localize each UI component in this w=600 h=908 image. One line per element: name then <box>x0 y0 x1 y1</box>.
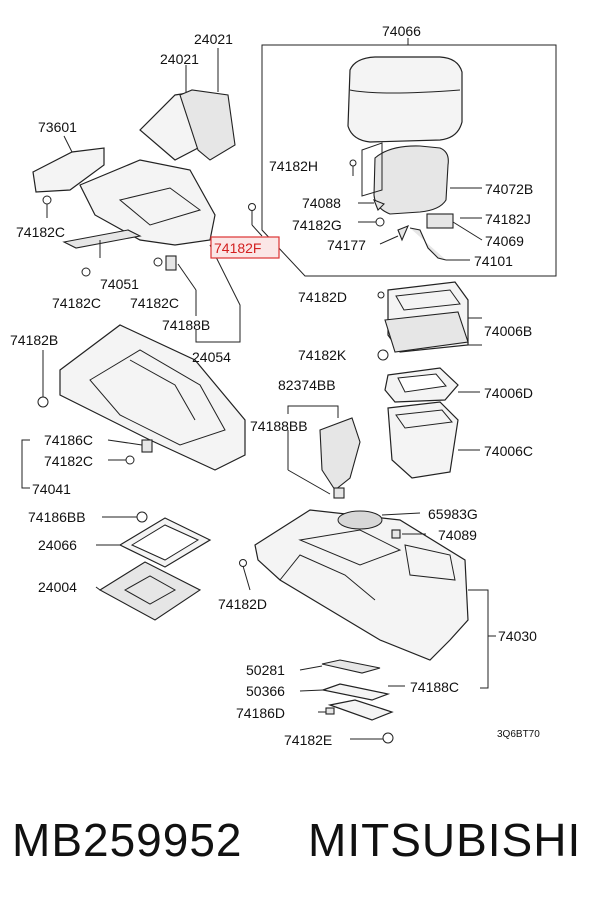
main-console-group <box>239 509 496 689</box>
label-74188BB: 74188BB <box>250 418 308 434</box>
label-74182J: 74182J <box>485 211 531 227</box>
label-74101: 74101 <box>474 253 513 269</box>
clip-74177 <box>397 224 410 242</box>
brand-name: MITSUBISHI <box>308 814 582 866</box>
clip-74188B <box>165 255 177 271</box>
clip-74088 <box>373 199 385 211</box>
label-74188C: 74188C <box>410 679 459 695</box>
plate-lower <box>327 699 394 721</box>
label-74066: 74066 <box>382 23 421 39</box>
screw-74182K <box>377 349 389 361</box>
screw-74182D-lower <box>239 559 247 567</box>
screw-74182H <box>349 159 357 167</box>
label-24004: 24004 <box>38 579 77 595</box>
label-50281: 50281 <box>246 662 285 678</box>
armrest-base-74072B <box>373 145 449 215</box>
label-74182C: 74182C <box>130 295 179 311</box>
label-74182K: 74182K <box>298 347 347 363</box>
hinge-74069 <box>426 213 454 229</box>
label-73601: 73601 <box>38 119 77 135</box>
clip-74186C <box>141 439 153 453</box>
label-74182C: 74182C <box>52 295 101 311</box>
screw-74182B <box>37 396 49 408</box>
label-74041: 74041 <box>32 481 71 497</box>
label-74182C: 74182C <box>44 453 93 469</box>
label-74182D: 74182D <box>218 596 267 612</box>
label-24054: 24054 <box>192 349 231 365</box>
label-24021: 24021 <box>160 51 199 67</box>
label-74006B: 74006B <box>484 323 532 339</box>
shift-boot-outer-24021 <box>179 89 236 161</box>
highlight-box-74182F <box>210 236 280 259</box>
clip-74186D <box>325 707 335 715</box>
label-74182H: 74182H <box>269 158 318 174</box>
label-74089: 74089 <box>438 527 477 543</box>
shift-boot-group <box>32 48 263 343</box>
caption: MB259952 MITSUBISHI <box>0 800 600 880</box>
part-number: MB259952 <box>12 814 243 866</box>
screw-74182D <box>377 291 385 299</box>
screw-74182G <box>375 217 385 227</box>
label-74051: 74051 <box>100 276 139 292</box>
label-74006C: 74006C <box>484 443 533 459</box>
cover-plates-group <box>299 659 405 744</box>
label-74182E: 74182E <box>284 732 332 748</box>
label-50366: 50366 <box>246 683 285 699</box>
label-74072B: 74072B <box>485 181 533 197</box>
plate-74051 <box>62 229 142 249</box>
bin-74006C <box>387 401 459 479</box>
label-65983G: 65983G <box>428 506 478 522</box>
label-74030: 74030 <box>498 628 537 644</box>
label-82374BB: 82374BB <box>278 377 336 393</box>
plate-50281 <box>321 659 381 674</box>
strap-74101 <box>409 227 447 261</box>
shift-bezel-group <box>95 511 212 621</box>
clip-74089 <box>391 529 401 539</box>
label-74006D: 74006D <box>484 385 533 401</box>
floor-console-group <box>21 324 246 489</box>
console-body-74030 <box>254 509 469 661</box>
label-74186D: 74186D <box>236 705 285 721</box>
armrest-lid-74066 <box>347 56 463 143</box>
storage-group <box>287 281 482 499</box>
label-74182D: 74182D <box>298 289 347 305</box>
bracket-82374BB <box>319 417 361 491</box>
boot-base-24004 <box>98 561 202 621</box>
screw-74182C <box>42 195 52 205</box>
label-24021: 24021 <box>194 31 233 47</box>
console-front-cover-24054 <box>79 159 216 246</box>
label-74182F: 74182F <box>214 240 261 256</box>
label-74088: 74088 <box>302 195 341 211</box>
diagram-code: 3Q6BT70 <box>497 729 540 740</box>
label-74186BB: 74186BB <box>28 509 86 525</box>
clip-74182E <box>382 732 394 744</box>
label-74069: 74069 <box>485 233 524 249</box>
label-24066: 24066 <box>38 537 77 553</box>
part-labels: 24021 24021 73601 74182C 74051 74182C 74… <box>10 23 540 748</box>
label-74186C: 74186C <box>44 432 93 448</box>
parts-diagram: 24021 24021 73601 74182C 74051 74182C 74… <box>10 23 557 748</box>
screw-74182C <box>81 267 91 277</box>
label-74182C: 74182C <box>16 224 65 240</box>
label-74182B: 74182B <box>10 332 58 348</box>
mat-65983G <box>337 510 383 530</box>
label-74177: 74177 <box>327 237 366 253</box>
screw-74182F <box>248 203 256 211</box>
armrest-assembly-group <box>261 38 557 277</box>
plate-50366 <box>320 683 391 701</box>
floor-console-74041 <box>59 324 246 471</box>
label-74188B: 74188B <box>162 317 210 333</box>
label-74182G: 74182G <box>292 217 342 233</box>
screw-74182C-lower <box>125 455 135 465</box>
clip-74186BB <box>136 511 148 523</box>
screw-74182C <box>153 257 163 267</box>
